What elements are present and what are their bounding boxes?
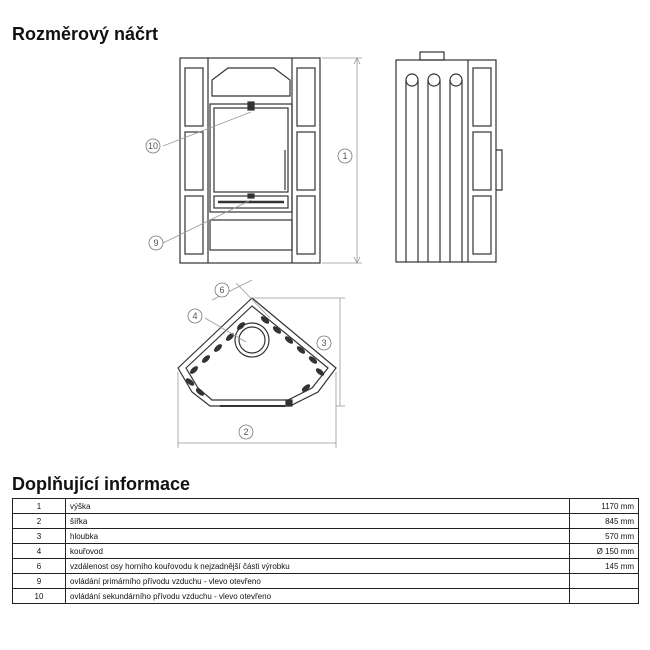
callout-10: 10	[145, 138, 161, 154]
top-view	[177, 297, 337, 407]
row-value: Ø 150 mm	[569, 543, 639, 559]
row-label: ovládání primárního přívodu vzduchu - vl…	[65, 573, 570, 589]
sketch-title: Rozměrový náčrt	[12, 24, 159, 44]
callout-2: 2	[238, 424, 254, 440]
svg-text:9: 9	[153, 238, 158, 248]
info-title: Doplňující informace	[12, 474, 191, 494]
svg-text:10: 10	[148, 141, 158, 151]
dimension-drawing: 10 9 1 6 4 3 2	[145, 51, 503, 448]
callout-3: 3	[316, 335, 332, 351]
svg-text:6: 6	[219, 285, 224, 295]
row-value: 145 mm	[569, 558, 639, 574]
callout-6: 6	[214, 282, 230, 298]
row-value: 570 mm	[569, 528, 639, 544]
table-row: 2 šířka 845 mm	[12, 513, 639, 529]
table-row: 1 výška 1170 mm	[12, 498, 639, 514]
table-row: 10 ovládání sekundárního přívodu vzduchu…	[12, 588, 639, 604]
svg-text:3: 3	[321, 338, 326, 348]
svg-text:1: 1	[342, 151, 347, 161]
row-number: 4	[12, 543, 66, 559]
callout-9: 9	[148, 235, 164, 251]
row-label: hloubka	[65, 528, 570, 544]
row-label: vzdálenost osy horního kouřovodu k nejza…	[65, 558, 570, 574]
height-dimension	[322, 57, 362, 264]
callout-1: 1	[337, 148, 353, 164]
info-table: 1 výška 1170 mm 2 šířka 845 mm 3 hloubka…	[12, 498, 639, 604]
row-label: šířka	[65, 513, 570, 529]
table-row: 6 vzdálenost osy horního kouřovodu k nej…	[12, 558, 639, 574]
callout-4: 4	[187, 308, 203, 324]
table-row: 9 ovládání primárního přívodu vzduchu - …	[12, 573, 639, 589]
row-number: 1	[12, 498, 66, 514]
side-view	[395, 51, 503, 263]
front-view	[179, 57, 321, 264]
row-value: 1170 mm	[569, 498, 639, 514]
row-number: 3	[12, 528, 66, 544]
svg-text:2: 2	[243, 427, 248, 437]
row-label: výška	[65, 498, 570, 514]
row-number: 9	[12, 573, 66, 589]
row-number: 6	[12, 558, 66, 574]
svg-text:4: 4	[192, 311, 197, 321]
row-value: 845 mm	[569, 513, 639, 529]
table-row: 4 kouřovod Ø 150 mm	[12, 543, 639, 559]
row-number: 10	[12, 588, 66, 604]
row-label: ovládání sekundárního přívodu vzduchu - …	[65, 588, 570, 604]
row-value	[569, 588, 639, 604]
row-number: 2	[12, 513, 66, 529]
table-row: 3 hloubka 570 mm	[12, 528, 639, 544]
row-value	[569, 573, 639, 589]
row-label: kouřovod	[65, 543, 570, 559]
